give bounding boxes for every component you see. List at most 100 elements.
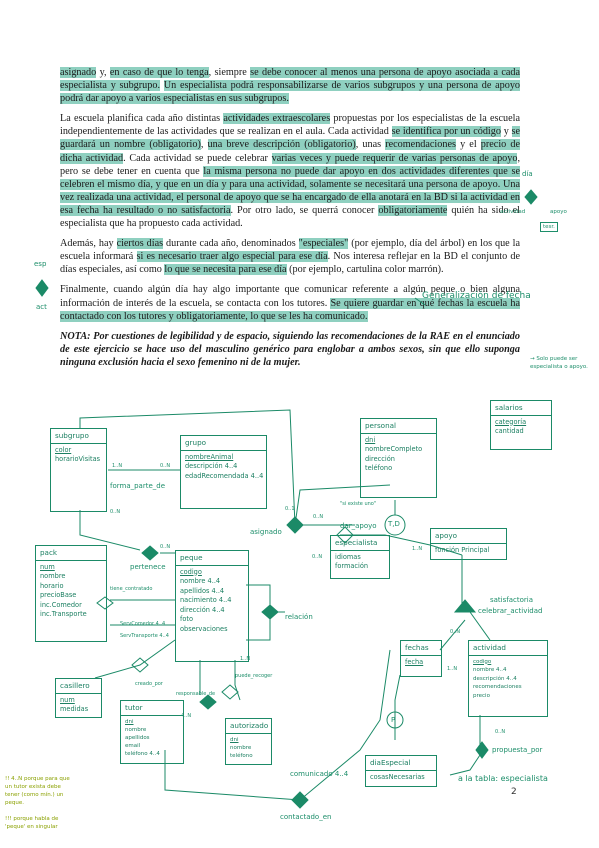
paragraph-4: Finalmente, cuando algún día hay algo im… [60, 283, 520, 322]
entity-attrs: idiomas formación [331, 551, 389, 574]
hl-run: "especiales" [298, 238, 349, 250]
entity-title: peque [176, 551, 248, 566]
paragraph-1: asignado y, en caso de que lo tenga, sie… [60, 66, 521, 105]
entity-title: pack [36, 546, 106, 561]
rel-asignado: asignado [250, 528, 282, 536]
annotation-dia: día [522, 170, 533, 178]
entity-actividad: actividad codigo nombre 4..4 descripción… [468, 640, 548, 717]
pertenece-diamond [141, 545, 159, 561]
entity-peque: peque codigo nombre 4..4 apellidos 4..4 … [175, 550, 249, 662]
card-1: 1..N [112, 463, 123, 469]
card-10: 4..N [181, 713, 192, 719]
text-run: , unas [355, 139, 386, 151]
entity-title: tutor [121, 701, 183, 716]
note-label: NOTA: [60, 330, 91, 342]
entity-pack: pack num nombre horario precioBase inc.C… [35, 545, 107, 642]
hl-run: en caso de que lo tenga [109, 67, 209, 78]
text-run: . Cada actividad se puede celebrar [123, 152, 272, 164]
attr: dni [230, 736, 239, 743]
text-run: Además, hay [60, 238, 117, 250]
attr: descripción 4..4 [473, 675, 517, 682]
rel-creado-por: creado_por [135, 681, 163, 687]
hl-run: una breve descripción (obligatorio) [207, 139, 356, 151]
p-circle [386, 711, 404, 729]
attr: horario [40, 581, 64, 590]
entity-apoyo: apoyo fonción Principal [430, 528, 507, 560]
text-run: y [500, 126, 512, 138]
text-run: , siempre [208, 67, 251, 78]
attr: email [125, 742, 141, 749]
annotation-actividad: actividad [500, 209, 526, 215]
hl-run: si es necesario traer algo especial para… [136, 251, 328, 263]
attr: nacimiento 4..4 [180, 596, 232, 604]
entity-grupo: grupo nombreAnimal descripción 4..4 edad… [180, 435, 267, 509]
hl-run: varias veces y puede requerir de varias … [271, 152, 518, 164]
paragraph-2: La escuela planifica cada año distintas … [60, 112, 521, 230]
text-run: propuestas por los especialistas de la e… [60, 113, 520, 138]
relacion-diamond [261, 604, 279, 620]
attr: cosasNecesarias [370, 772, 425, 781]
entity-tutor: tutor dni nombre apellidos email teléfon… [120, 700, 184, 764]
p-label: P [391, 716, 396, 724]
annotation-solo-puede: → Solo puede ser especialista o apoyo. [530, 356, 588, 370]
entity-attrs: cosasNecesarias [366, 771, 436, 785]
entity-diaespecial: diaEspecial cosasNecesarias [365, 755, 437, 787]
entity-title: especialista [331, 536, 389, 551]
margin-diamond [35, 279, 49, 297]
text-run: y, [96, 67, 110, 78]
text-run: . Nos interesa reflejar en la BD el conj… [60, 251, 521, 276]
attr: observaciones [180, 624, 228, 633]
attr: cantidad [495, 427, 524, 435]
tiene-contratado-diamond [96, 596, 114, 610]
card-5: 0..1 [285, 506, 295, 512]
entity-casillero: casillero num medidas [55, 678, 102, 718]
attr: horarioVisitas [55, 455, 101, 463]
attr: edadRecomendada 4..4 [185, 471, 264, 480]
hl-run: recomendaciones [385, 139, 456, 151]
attr: dni [365, 435, 376, 444]
text-run: . Por otro lado, se querrá conocer [230, 204, 379, 216]
creado-por-diamond [131, 657, 149, 673]
attr: precioBase [40, 591, 77, 599]
attr: nombre [230, 744, 252, 751]
hl-run: actividades extraescolares [223, 113, 331, 125]
contactado-diamond [291, 791, 309, 809]
text-run: quién ha sido el especialista que ha pro… [60, 204, 521, 230]
attr: medidas [60, 705, 89, 713]
hl-run: lo que se necesita para ese día [164, 264, 287, 276]
rel-satisfactoria: satisfactoria [490, 596, 534, 604]
entity-attrs: dni nombre teléfono [226, 734, 271, 762]
attr: codigo [473, 658, 492, 665]
rel-contactado-en: contactado_en [280, 813, 332, 821]
entity-attrs: codigo nombre 4..4 apellidos 4..4 nacimi… [176, 566, 248, 637]
rel-tiene-contratado: tiene_contratado [110, 586, 153, 592]
rel-comunicado: comunicado 4..4 [290, 770, 349, 778]
hl-asignado: asignado [60, 67, 97, 78]
entity-attrs: codigo nombre 4..4 descripción 4..4 reco… [469, 656, 547, 703]
entity-title: personal [361, 419, 436, 434]
text-run: (por ejemplo, día del árbol) en los que … [60, 238, 521, 263]
attr: nombre 4..4 [180, 577, 221, 585]
entity-title: casillero [56, 679, 101, 694]
entity-attrs: num nombre horario precioBase inc.Comedo… [36, 561, 106, 622]
attr: num [60, 695, 75, 704]
page-number: 2 [511, 787, 517, 797]
attr: num [40, 562, 55, 571]
entity-title: fechas [401, 641, 441, 656]
annotation-esp: esp [34, 260, 47, 268]
entity-attrs: nombreAnimal descripción 4..4 edadRecome… [181, 451, 266, 484]
annotation-act: act [36, 303, 47, 311]
attr: formación [335, 562, 369, 570]
text-run: Finalmente, cuando algún día hay algo im… [60, 284, 520, 309]
text-run: durante cada año, denominados [163, 238, 299, 250]
card-13: 0..N [495, 729, 506, 735]
card-12: 1..N [447, 666, 458, 672]
note-text: Por cuestiones de legibilidad y de espac… [60, 330, 520, 368]
attr: nombre [40, 572, 66, 580]
entity-title: salarios [491, 401, 551, 416]
rel-responsable-de: responsable_de [176, 691, 216, 697]
attr: inc.Transporte [40, 610, 87, 618]
rel-si-existe: "si existe uno" [340, 501, 377, 507]
asignado-diamond [286, 516, 304, 534]
entity-attrs: dni nombreCompleto dirección teléfono [361, 434, 436, 476]
